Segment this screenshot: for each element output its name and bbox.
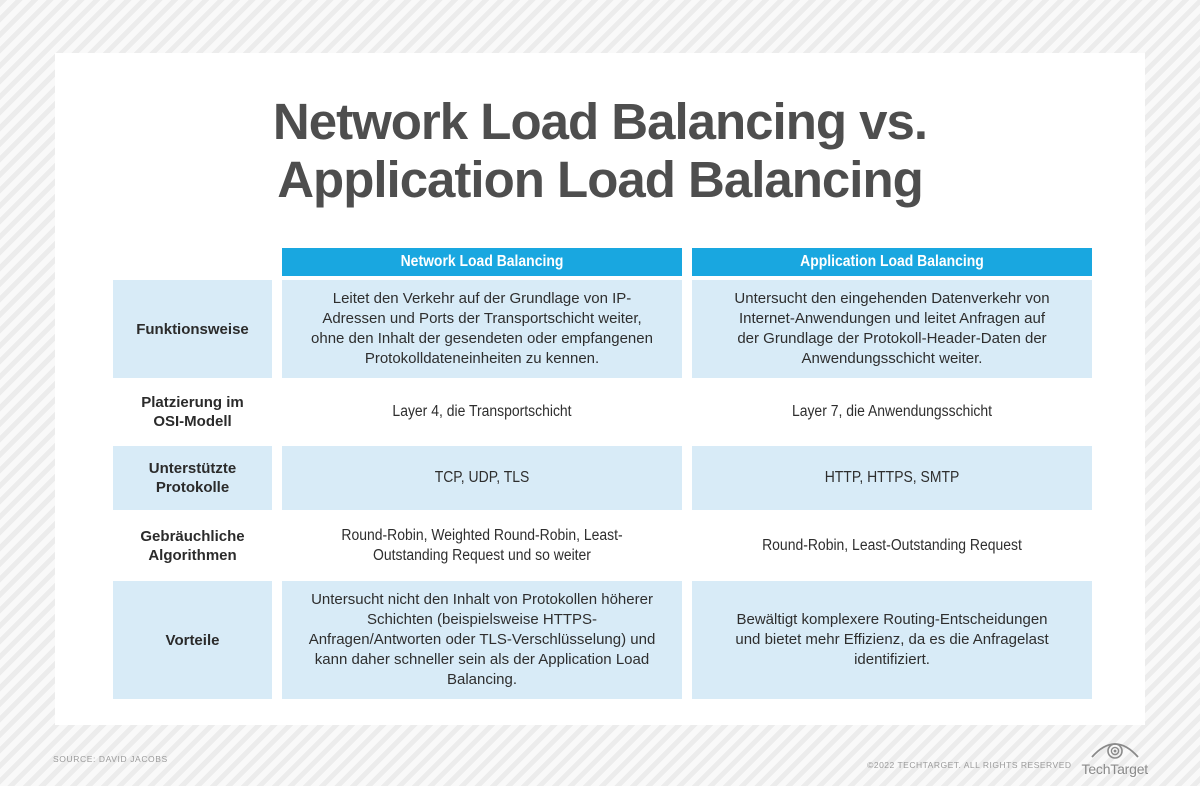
row-label-funktionsweise: Funktionsweise	[113, 280, 272, 378]
source-credit: SOURCE: DAVID JACOBS	[53, 754, 168, 764]
cell-vorteile-application: Bewältigt komplexere Routing-Entscheidun…	[692, 581, 1092, 699]
row-label-algorithmen: Gebräuchliche Algorithmen	[140, 527, 245, 564]
row-label-vorteile: Vorteile	[113, 581, 272, 699]
cell-algorithmen-application: Round-Robin, Least-Outstanding Request	[762, 536, 1022, 554]
footer-right: ©2022 TECHTARGET. ALL RIGHTS RESERVED Te…	[867, 736, 1148, 777]
copyright-text: ©2022 TECHTARGET. ALL RIGHTS RESERVED	[867, 760, 1072, 770]
cell-funktionsweise-network: Leitet den Verkehr auf der Grundlage von…	[282, 280, 682, 378]
cell-protokolle-network: TCP, UDP, TLS	[282, 446, 682, 510]
row-label-osi-modell: Platzierung im OSI-Modell	[141, 394, 244, 430]
page-title-line2: Application Load Balancing	[277, 151, 924, 208]
infographic-card: Network Load Balancing vs. Application L…	[55, 53, 1145, 725]
eye-target-icon	[1091, 743, 1139, 759]
cell-algorithmen-network: Round-Robin, Weighted Round-Robin, Least…	[341, 526, 623, 564]
cell-osi-application: Layer 7, die Anwendungsschicht	[791, 403, 993, 420]
table-corner-cell	[113, 248, 272, 276]
cell-protokolle-application: HTTP, HTTPS, SMTP	[692, 446, 1092, 510]
page-title-line1: Network Load Balancing vs.	[272, 93, 928, 150]
brand-name: TechTarget	[1081, 761, 1149, 777]
column-header-application: Application Load Balancing	[692, 248, 1092, 276]
row-label-protokolle: Unterstützte Protokolle	[113, 446, 272, 510]
cell-osi-network: Layer 4, die Transportschicht	[392, 403, 572, 420]
comparison-table: Network Load Balancing Application Load …	[113, 248, 1092, 699]
cell-funktionsweise-application: Untersucht den eingehenden Datenverkehr …	[692, 280, 1092, 378]
page-title: Network Load Balancing vs. Application L…	[55, 93, 1145, 209]
column-header-network: Network Load Balancing	[282, 248, 682, 276]
techtarget-logo: TechTarget	[1082, 736, 1148, 777]
cell-vorteile-network: Untersucht nicht den Inhalt von Protokol…	[282, 581, 682, 699]
